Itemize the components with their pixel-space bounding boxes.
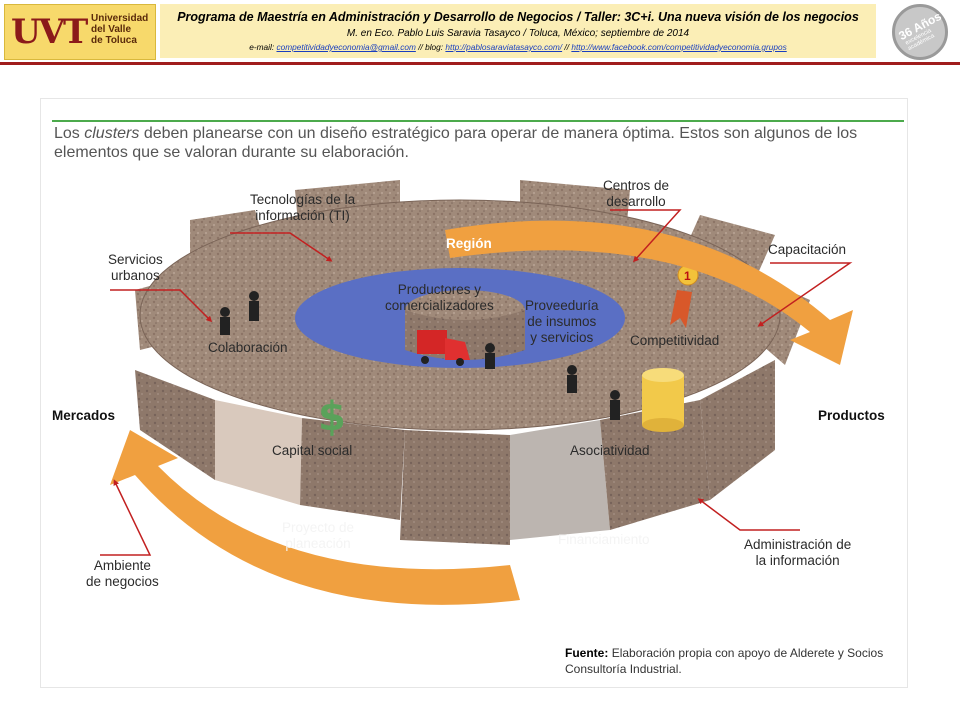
fb-prefix: // (564, 42, 570, 52)
truck-icon (417, 330, 470, 366)
author-line: M. en Eco. Pablo Luis Saravia Tasayco / … (346, 28, 690, 39)
figure-top-rule (52, 120, 904, 122)
label-competitividad: Competitividad (630, 333, 720, 348)
email-link[interactable]: competitividadyeconomia@gmail.com (276, 42, 416, 52)
label-region-top: Región (446, 236, 492, 251)
cluster-gear-diagram: $ 1 (100, 180, 853, 605)
contact-line: e-mail: competitividadyeconomia@gmail.co… (160, 42, 876, 52)
label-colaboracion: Colaboración (208, 340, 288, 355)
logo-line: de Toluca (91, 35, 137, 46)
figure-intro: Los clusters deben planearse con un dise… (54, 124, 894, 162)
callout-lines (100, 209, 853, 556)
university-logo[interactable]: UVT Universidad del Valle de Toluca (4, 4, 156, 60)
people-figures (220, 291, 620, 420)
label-mercados: Mercados (52, 408, 116, 423)
label-administracion: Administración de la información (744, 537, 852, 568)
label-productos: Productos (818, 408, 885, 423)
logo-line: del Valle (91, 24, 132, 35)
logo-mark: UVT (11, 12, 88, 52)
anniversary-badge: 36 Años excelencia académica (892, 4, 948, 60)
region-arrow-bottom (110, 430, 520, 605)
logo-line: Universidad (91, 13, 149, 24)
label-centros: Centros de desarrollo (603, 178, 670, 209)
label-financiamiento: Financiamiento (558, 532, 650, 547)
coin-stack-icon (642, 368, 684, 432)
intro-emphasis: clusters (84, 125, 140, 142)
program-title: Programa de Maestría en Administración y… (177, 10, 859, 24)
blog-link[interactable]: http://pablosaraviatasayco.com/ (445, 42, 563, 52)
dollar-icon: $ (318, 394, 346, 440)
figure-source: Fuente: Elaboración propia con apoyo de … (565, 645, 885, 677)
source-text: Elaboración propia con apoyo de Alderete… (565, 646, 884, 676)
logo-text: Universidad del Valle de Toluca (91, 13, 148, 46)
label-ambiente: Ambiente de negocios (86, 558, 159, 589)
source-label: Fuente: (565, 646, 609, 660)
intro-text: deben planearse con un diseño estratégic… (54, 125, 858, 161)
label-servicios: Servicios urbanos (108, 252, 163, 283)
page-header: UVT Universidad del Valle de Toluca Prog… (0, 0, 960, 66)
label-productores: Productores y comercializadores (385, 282, 494, 313)
facebook-link[interactable]: http://www.facebook.com/competitividadye… (571, 42, 787, 52)
intro-text: Los (54, 125, 85, 142)
label-capital: Capital social (272, 443, 353, 458)
medal-icon: 1 (670, 264, 699, 328)
label-capacitacion: Capacitación (768, 242, 847, 257)
region-arrow-top (445, 220, 853, 365)
label-region-bottom: Región (420, 604, 466, 619)
svg-text:1: 1 (684, 269, 691, 283)
email-prefix: e-mail: (249, 42, 275, 52)
label-tecnologias: Tecnologías de la información (TI) (250, 192, 356, 223)
label-proyecto: Proyecto de planeación (282, 520, 355, 551)
gear-teeth (135, 180, 810, 545)
label-asociatividad: Asociatividad (570, 443, 650, 458)
label-proveeduria: Proveeduría de insumos y servicios (525, 298, 599, 345)
header-banner: Programa de Maestría en Administración y… (160, 4, 876, 58)
blog-prefix: // blog: (418, 42, 444, 52)
header-divider (0, 62, 960, 65)
